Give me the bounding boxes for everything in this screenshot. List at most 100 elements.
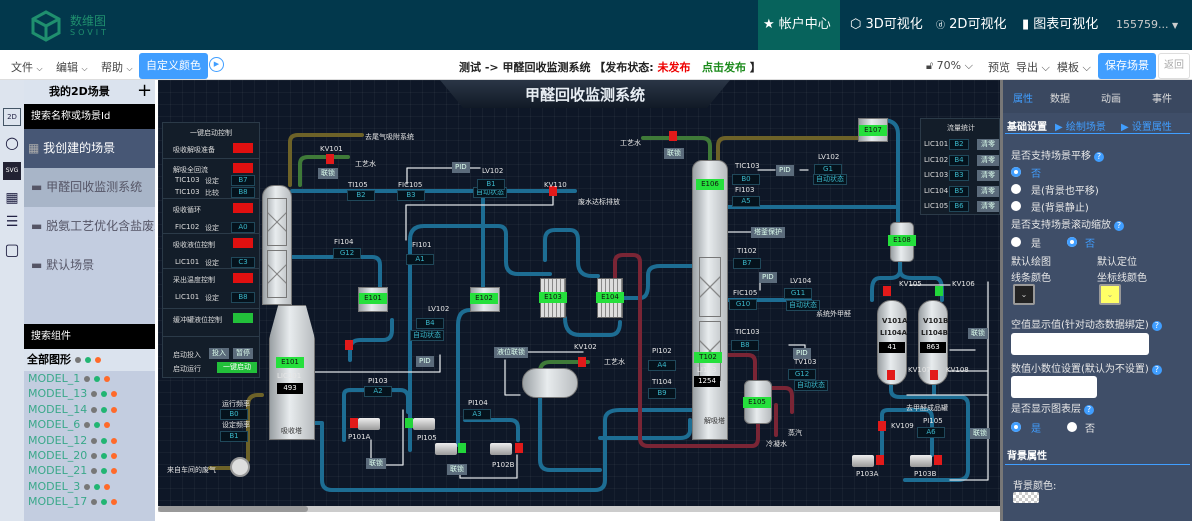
bulb-icon[interactable] [111, 452, 118, 459]
model-item[interactable]: MODEL_3 [28, 480, 150, 495]
bulb-icon[interactable] [111, 406, 118, 413]
bulb-icon[interactable] [101, 437, 108, 444]
scene-item[interactable]: ▬ 甲醛回收监测系统 [24, 168, 155, 207]
pump-p103b[interactable] [910, 455, 932, 467]
pid-button[interactable]: PID [759, 272, 777, 283]
zoom-select[interactable]: 🔓︎ 70% ⌵ [926, 59, 973, 72]
bottom-protect-button[interactable]: 塔釜保护 [751, 227, 785, 238]
valve-kv101-icon[interactable] [326, 154, 334, 164]
pump-p101a[interactable] [358, 418, 380, 430]
bulb-icon[interactable] [111, 437, 118, 444]
interlock-button[interactable]: 联锁 [970, 428, 990, 439]
level-interlock-button[interactable]: 液位联锁 [494, 347, 528, 358]
valve-green-icon[interactable] [405, 418, 413, 428]
status-indicator[interactable] [233, 163, 253, 173]
rounded-square-icon[interactable]: ▢ [4, 240, 20, 259]
radio-pan-static[interactable] [1011, 201, 1021, 211]
model-item[interactable]: MODEL_20 [28, 449, 150, 464]
clear-button[interactable]: 清零 [977, 139, 999, 150]
valve-red-icon[interactable] [345, 340, 353, 350]
fan-icon[interactable] [230, 457, 250, 477]
valve-kv107-icon[interactable] [887, 370, 895, 380]
interlock-button[interactable]: 联锁 [447, 464, 467, 475]
all-shapes-filter[interactable]: 全部图形 [24, 349, 155, 371]
bulb-icon[interactable] [101, 406, 108, 413]
bulb-icon[interactable] [84, 376, 91, 382]
tab-events[interactable]: 事件 [1152, 94, 1172, 105]
tab-data[interactable]: 数据 [1050, 94, 1070, 105]
bulb-icon[interactable] [101, 499, 108, 506]
bulb-icon[interactable] [84, 422, 91, 429]
nav-chart[interactable]: ▮ 图表可视化 [1012, 0, 1108, 50]
status-indicator[interactable] [233, 273, 253, 283]
model-item[interactable]: MODEL_17 [28, 495, 150, 510]
valve-kv108-icon[interactable] [930, 370, 938, 380]
bulb-icon[interactable] [84, 483, 91, 490]
absorption-tower-body[interactable] [269, 305, 315, 440]
status-indicator[interactable] [233, 143, 253, 153]
buffer-tank[interactable] [522, 368, 578, 398]
logo[interactable]: 数维图 SOVIT [30, 10, 140, 42]
background-color-picker[interactable] [1013, 492, 1039, 503]
menu-edit[interactable]: 编辑 ⌵ [56, 61, 88, 74]
horizontal-scrollbar[interactable] [158, 506, 1000, 512]
bulb-icon[interactable] [111, 468, 118, 475]
valve-kv109-icon[interactable] [878, 421, 886, 431]
valve-red-icon[interactable] [350, 418, 358, 428]
interlock-button[interactable]: 联锁 [318, 168, 338, 179]
2d-icon[interactable]: 2D [3, 108, 21, 126]
line-color-picker[interactable]: ⌄ [1013, 284, 1035, 305]
component-search-input[interactable]: 搜索组件 [24, 324, 155, 349]
valve-kv106-icon[interactable] [935, 286, 943, 296]
pump[interactable] [435, 443, 457, 455]
scene-group[interactable]: ▦ 我创建的场景 [24, 129, 155, 168]
valve-red-icon[interactable] [515, 443, 523, 453]
bulb-icon[interactable] [94, 483, 101, 490]
nav-2d[interactable]: ⓓ 2D可视化 [926, 0, 1016, 50]
valve-kv110-icon[interactable] [549, 186, 557, 196]
pid-button[interactable]: PID [793, 348, 811, 359]
scene-item[interactable]: ▬ 默认场景 [31, 258, 95, 272]
clear-button[interactable]: 清零 [977, 154, 999, 166]
empty-value-input[interactable] [1011, 333, 1149, 355]
bulb-icon[interactable] [111, 391, 118, 398]
radio-chart-yes[interactable] [1011, 422, 1021, 432]
custom-color-button[interactable]: 自定义颜色 [139, 53, 208, 79]
interlock-button[interactable]: 联锁 [664, 148, 684, 159]
model-item[interactable]: MODEL_1 [28, 372, 150, 387]
pid-button[interactable]: PID [776, 165, 794, 176]
menu-file[interactable]: 文件 ⌵ [11, 61, 43, 74]
pid-button[interactable]: PID [452, 162, 470, 173]
valve-red-icon[interactable] [876, 455, 884, 465]
model-item[interactable]: MODEL_21 [28, 464, 150, 479]
tab-properties[interactable]: 属性 [1013, 94, 1033, 105]
panel-divider[interactable] [1000, 80, 1003, 521]
widgets-icon[interactable]: ▦ [5, 190, 19, 206]
valve-red-icon[interactable] [669, 131, 677, 141]
tab-animation[interactable]: 动画 [1101, 94, 1121, 105]
scene-item[interactable]: ▬ 脱氨工艺优化含盐废水 [31, 219, 155, 233]
valve-red-icon[interactable] [934, 455, 942, 465]
bulb-icon[interactable] [94, 422, 101, 429]
auto-mode-button[interactable]: 自动状态 [813, 174, 847, 185]
valve-kv105-icon[interactable] [883, 286, 891, 296]
model-item[interactable]: MODEL_12 [28, 434, 150, 449]
auto-mode-button[interactable]: 自动状态 [410, 330, 444, 341]
publish-link[interactable]: 点击发布 [702, 61, 747, 74]
play-icon[interactable]: ▶ [209, 57, 224, 72]
status-indicator[interactable] [233, 313, 253, 323]
auto-mode-button[interactable]: 自动状态 [786, 300, 820, 311]
save-scene-button[interactable]: 保存场景 [1098, 53, 1156, 79]
status-indicator[interactable] [233, 238, 253, 248]
bulb-icon[interactable] [91, 452, 98, 459]
scene-canvas[interactable]: 甲醛回收监测系统 [158, 80, 1000, 512]
bulb-icon[interactable] [104, 376, 111, 382]
radio-pan-bg[interactable] [1011, 184, 1021, 194]
nav-account-center[interactable]: ★ 帐户中心 [758, 0, 840, 50]
axis-color-picker[interactable]: ⌄ [1099, 284, 1121, 305]
status-indicator[interactable] [233, 203, 253, 213]
bulb-icon[interactable] [91, 499, 98, 506]
bulb-icon[interactable] [101, 391, 108, 398]
export-menu[interactable]: 导出 ⌵ [1016, 61, 1050, 74]
bulb-icon[interactable] [94, 376, 101, 382]
